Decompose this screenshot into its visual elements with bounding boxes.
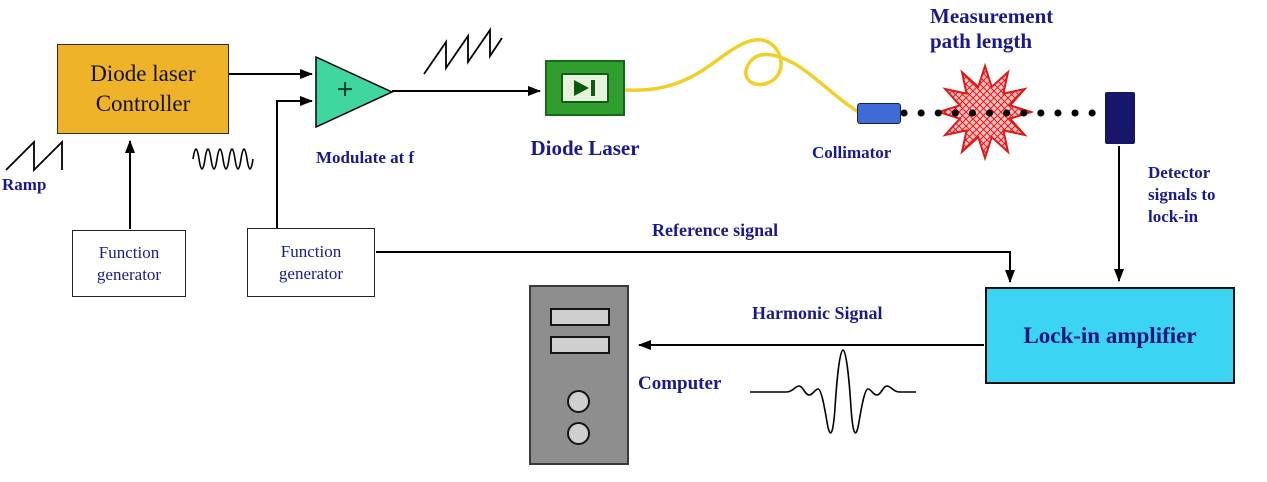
laser-play-triangle — [574, 80, 589, 96]
laser-bar — [591, 80, 595, 96]
computer-button — [567, 422, 590, 445]
collimator-box — [857, 103, 901, 124]
ramp-waveform-icon — [5, 139, 63, 173]
computer-drive-slot — [550, 308, 610, 326]
lockin-amplifier-box: Lock-in amplifier — [985, 287, 1235, 384]
sawtooth-waveform-icon — [423, 27, 503, 75]
sine-waveform-icon — [192, 148, 254, 170]
diode-laser-controller-box: Diode laser Controller — [57, 44, 229, 134]
ramp-label: Ramp — [2, 175, 47, 194]
laser-diode-symbol-icon — [561, 73, 609, 103]
summer-plus-symbol: + — [336, 73, 354, 106]
detector-block — [1105, 92, 1135, 144]
arrow-fgen2-to-summer — [276, 96, 313, 229]
detector-signals-label: Detector signals to lock-in — [1148, 163, 1216, 227]
reference-signal-line — [376, 251, 1015, 283]
fiber-cable — [624, 37, 859, 113]
collimator-label: Collimator — [812, 143, 892, 162]
measurement-path-label: Measurement path length — [930, 4, 1054, 53]
function-generator-1-box: Function generator — [72, 230, 186, 297]
function-generator-2-box: Function generator — [247, 228, 375, 297]
reference-signal-label: Reference signal — [652, 220, 779, 240]
summing-amplifier-triangle — [315, 55, 394, 129]
computer-button — [567, 390, 590, 413]
diode-laser-label: Diode Laser — [530, 136, 640, 160]
modulate-label: Modulate at f — [316, 148, 415, 167]
diode-laser-box — [545, 60, 625, 116]
computer-label: Computer — [638, 373, 722, 394]
harmonic-signal-label: Harmonic Signal — [752, 303, 883, 323]
harmonic-waveform-icon — [750, 349, 916, 434]
computer-drive-slot — [550, 336, 610, 354]
computer-tower — [529, 285, 629, 465]
